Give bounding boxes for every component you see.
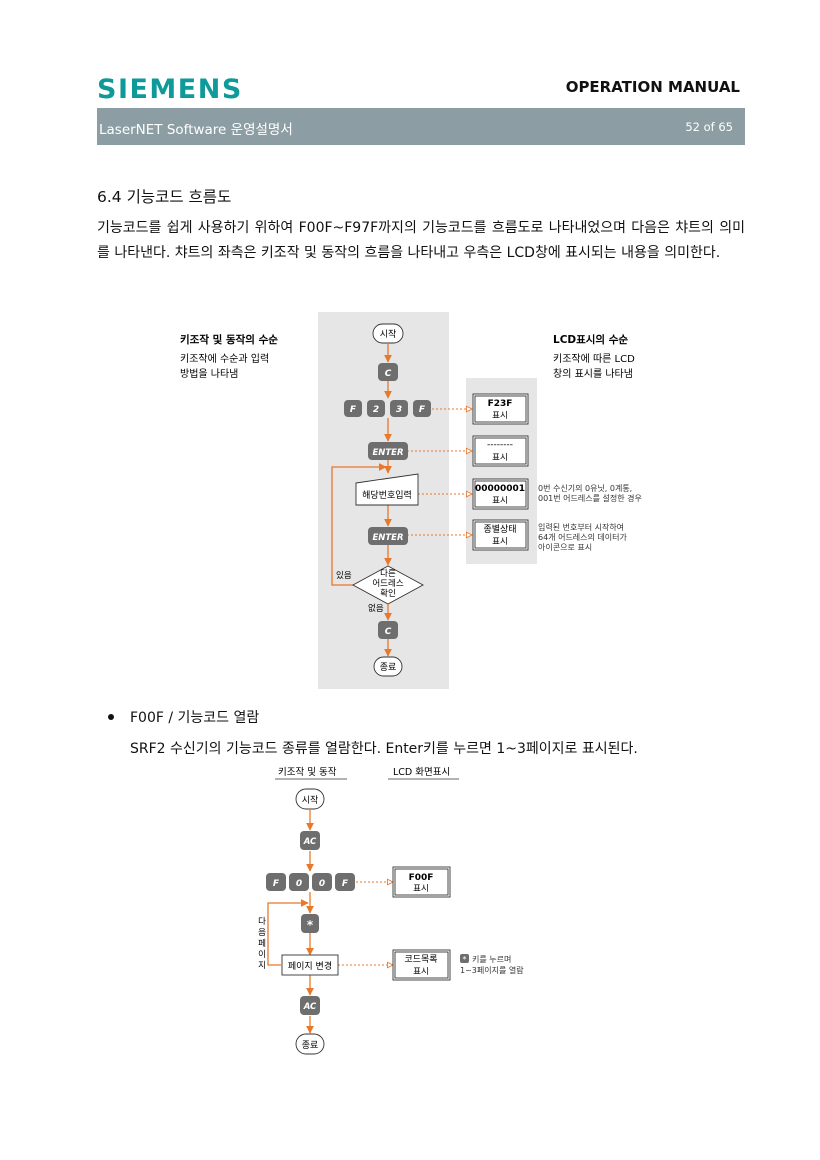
col-header-lcd: LCD 화면표시	[393, 767, 450, 778]
side-label-3: 페	[258, 938, 266, 949]
f00f-lcd2-sub: 표시	[413, 967, 429, 977]
lcd2-sub: 표시	[492, 453, 508, 463]
lcd3-main: 00000001	[475, 484, 525, 494]
right-desc-2: 창의 표시를 나타냄	[553, 368, 633, 380]
section-paragraph: 기능코드를 쉽게 사용하기 위하여 F00F~F97F까지의 기능코드를 흐름도…	[97, 220, 745, 261]
key-f2: F	[419, 405, 426, 415]
key-c-2: C	[385, 627, 392, 637]
f00f-note-line1: 키를 누르며	[472, 954, 511, 964]
f00f-end: 종료	[302, 1040, 319, 1051]
left-desc-2: 방법을 나타냄	[180, 368, 238, 380]
section-title: 6.4 기능코드 흐름도	[97, 188, 232, 206]
side-label-5: 지	[258, 961, 266, 971]
bullet-description: SRF2 수신기의 기능코드 종류를 열람한다. Enter키를 누르면 1~3…	[130, 741, 638, 757]
note-star-icon: *	[463, 955, 467, 964]
note3-line1: 0번 수신기의 0유닛, 0계통,	[538, 483, 632, 493]
key-f00f-4: F	[342, 879, 349, 889]
key-star: *	[307, 918, 314, 932]
manual-input-box: 해당번호입력	[362, 489, 412, 501]
key-f00f-3: 0	[319, 879, 325, 889]
lcd1-main: F23F	[488, 399, 513, 409]
f00f-lcd2-main: 코드목록	[404, 954, 437, 965]
side-label-1: 다	[258, 917, 266, 927]
siemens-logo: SIEMENS	[97, 74, 243, 105]
label-yes: 있음	[336, 570, 352, 581]
note4-line1: 입력된 번호부터 시작하여	[538, 522, 624, 532]
right-desc-1: 키조작에 따른 LCD	[553, 353, 635, 365]
bullet-label: F00F / 기능코드 열람	[130, 710, 260, 726]
decision-line-3: 확인	[380, 588, 396, 599]
decision-line-2: 어드레스	[372, 578, 403, 589]
key-c: C	[385, 369, 392, 379]
side-label-4: 이	[258, 949, 266, 960]
header-bar: LaserNET Software 운영설명서 52 of 65	[97, 108, 745, 145]
label-no: 없음	[368, 604, 384, 614]
key-f00f-1: F	[273, 879, 280, 889]
f00f-lcd1-main: F00F	[409, 873, 434, 883]
key-enter-2: ENTER	[372, 533, 403, 543]
f00f-lcd1-sub: 표시	[413, 884, 429, 894]
key-f1: F	[350, 405, 357, 415]
flowchart-legend: 키조작 및 동작의 수순 키조작에 수순과 입력 방법을 나타냄 LCD표시의 …	[180, 312, 642, 689]
key-2: 2	[373, 405, 379, 415]
flowchart-f00f: 키조작 및 동작 LCD 화면표시 시작 AC F 0 0 F * 페이지 변경…	[258, 766, 524, 1055]
lcd1-sub: 표시	[492, 411, 508, 421]
lcd4-main: 종별상태	[483, 524, 516, 535]
key-3: 3	[396, 405, 402, 415]
left-title: 키조작 및 동작의 수순	[180, 333, 278, 346]
side-label-2: 음	[258, 928, 266, 938]
lcd3-sub: 표시	[492, 496, 508, 506]
key-ac-2: AC	[303, 1002, 317, 1012]
end-terminal: 종료	[380, 662, 397, 673]
key-enter-1: ENTER	[372, 448, 403, 458]
key-f00f-2: 0	[296, 879, 302, 889]
lcd2-main: --------	[487, 440, 513, 450]
note4-line3: 아이콘으로 표시	[538, 542, 592, 552]
page-number: 52 of 65	[685, 120, 733, 134]
page-change-box: 페이지 변경	[288, 960, 332, 972]
left-desc-1: 키조작에 수순과 입력	[180, 352, 269, 365]
note4-line2: 64개 어드레스의 데이터가	[538, 532, 628, 542]
bullet-dot	[108, 714, 114, 720]
manual-title: OPERATION MANUAL	[565, 78, 740, 96]
lcd4-sub: 표시	[492, 537, 508, 547]
start-terminal: 시작	[380, 329, 397, 340]
note3-line2: 001번 어드레스를 설정한 경우	[538, 493, 642, 503]
col-header-keys: 키조작 및 동작	[278, 766, 337, 778]
f00f-start: 시작	[302, 795, 319, 806]
f00f-note-line2: 1~3페이지를 열람	[460, 965, 524, 975]
decision-line-1: 다른	[380, 569, 396, 579]
header-subtitle: LaserNET Software 운영설명서	[99, 122, 293, 138]
key-ac-1: AC	[303, 837, 317, 847]
right-title: LCD표시의 수순	[553, 333, 628, 346]
